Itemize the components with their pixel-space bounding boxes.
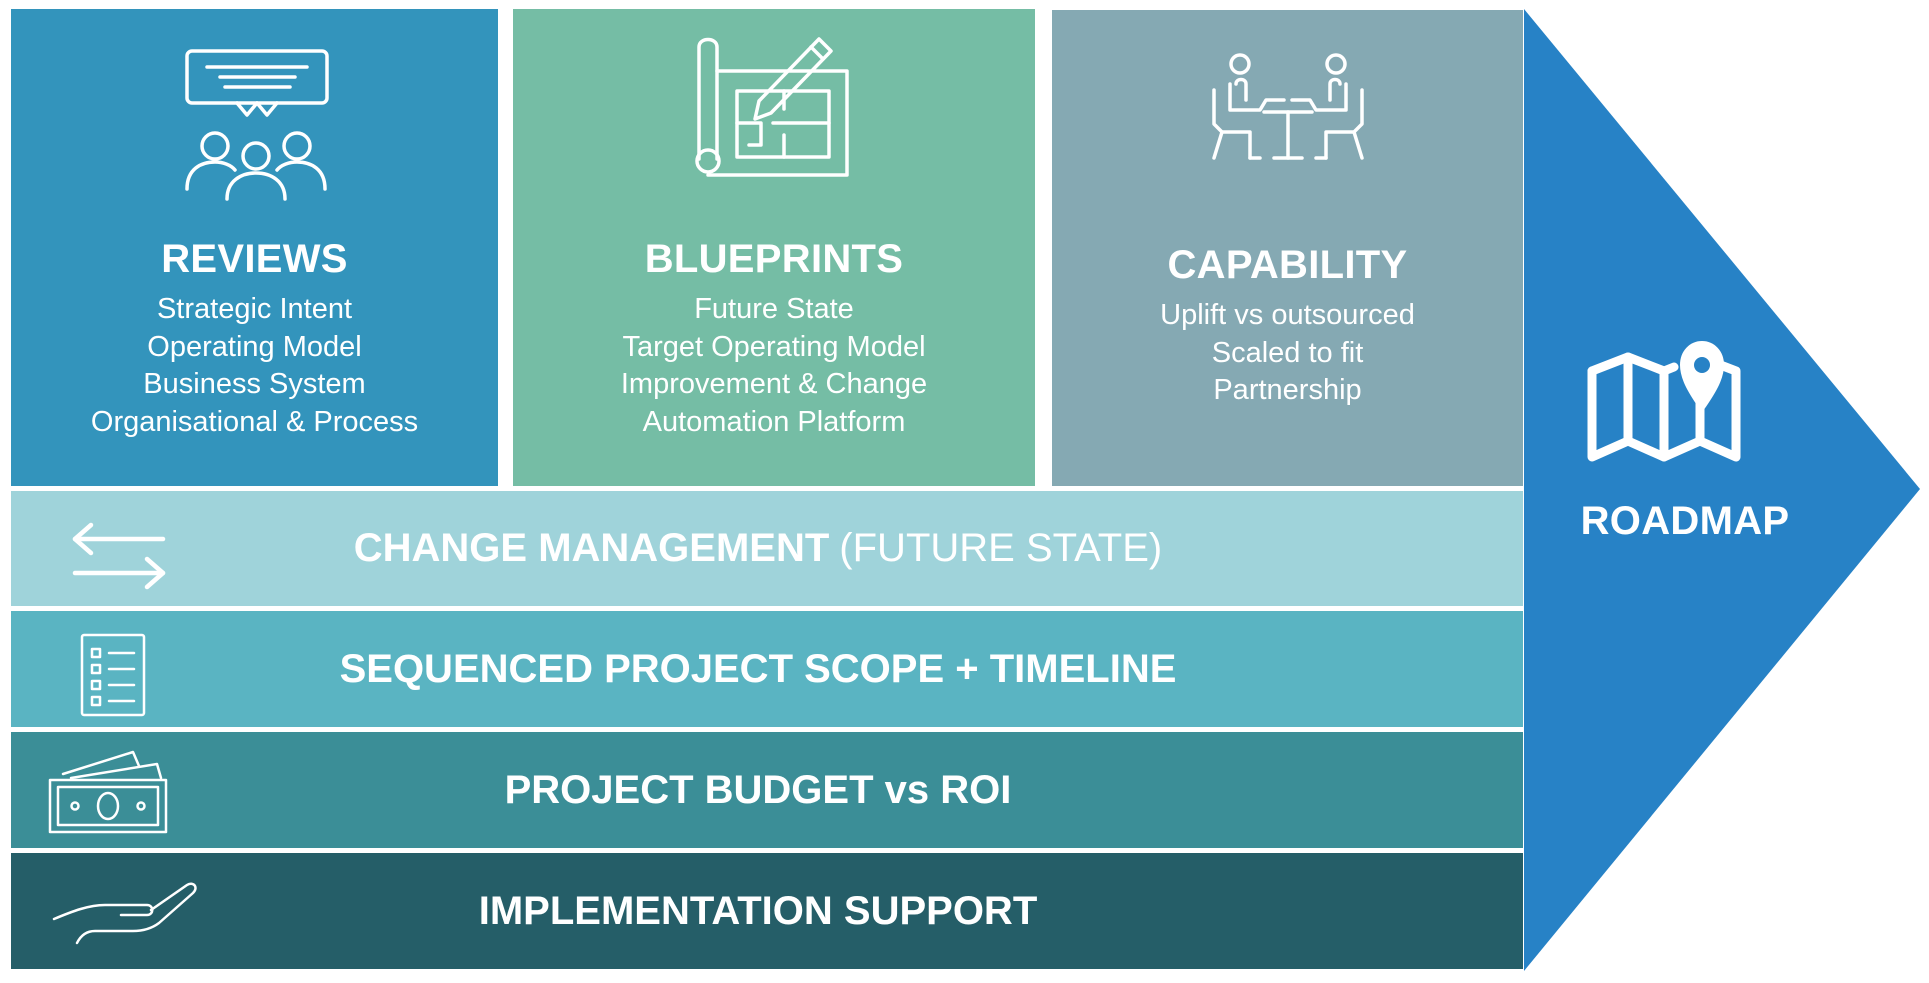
reviews-title: REVIEWS [161,237,348,281]
capability-title: CAPABILITY [1167,243,1408,287]
team-discussion-icon [184,49,329,201]
sequenced-scope-label: SEQUENCED PROJECT SCOPE + TIMELINE [339,646,1177,691]
roadmap-label: ROADMAP [1580,499,1790,543]
capability-panel: CAPABILITY Uplift vs outsourced Scaled t… [1052,10,1523,486]
blueprints-title: BLUEPRINTS [644,237,904,281]
project-budget-band: PROJECT BUDGET vs ROI [11,732,1523,848]
blueprints-line: Future State [694,293,854,325]
blueprints-line: Automation Platform [642,405,906,438]
banknotes-icon [48,750,168,834]
open-hand-icon [52,882,197,945]
reviews-lines: Strategic Intent Operating Model Busines… [11,291,498,441]
blueprint-pencil-icon [695,37,849,177]
reviews-panel: REVIEWS Strategic Intent Operating Model… [11,9,498,486]
capability-line: Partnership [1213,374,1362,406]
blueprints-panel: BLUEPRINTS Future State Target Operating… [513,9,1035,486]
blueprints-line: Target Operating Model [622,330,926,363]
reviews-line: Organisational & Process [90,405,419,438]
capability-line: Scaled to fit [1211,336,1364,369]
blueprints-line: Improvement & Change [620,368,928,400]
blueprints-lines: Future State Target Operating Model Impr… [513,291,1035,441]
meeting-table-icon [1211,53,1364,160]
project-budget-label: PROJECT BUDGET vs ROI [504,767,1012,812]
map-pin-icon [1587,341,1741,462]
roadmap-arrow [1524,9,1920,971]
implementation-support-label: IMPLEMENTATION SUPPORT [478,888,1038,933]
implementation-support-band: IMPLEMENTATION SUPPORT [11,853,1523,969]
change-management-title: CHANGE MANAGEMENT [353,526,830,570]
exchange-arrows-icon [72,522,166,590]
reviews-line: Strategic Intent [156,293,353,325]
reviews-line: Operating Model [147,330,362,363]
reviews-line: Business System [143,368,366,400]
capability-lines: Uplift vs outsourced Scaled to fit Partn… [1052,297,1523,410]
capability-line: Uplift vs outsourced [1160,299,1415,331]
sequenced-scope-band: SEQUENCED PROJECT SCOPE + TIMELINE [11,611,1523,727]
checklist-icon [80,633,146,717]
change-management-suffix: (FUTURE STATE) [839,526,1163,570]
change-management-band: CHANGE MANAGEMENT (FUTURE STATE) [11,491,1523,606]
change-management-label: CHANGE MANAGEMENT (FUTURE STATE) [11,491,1523,606]
